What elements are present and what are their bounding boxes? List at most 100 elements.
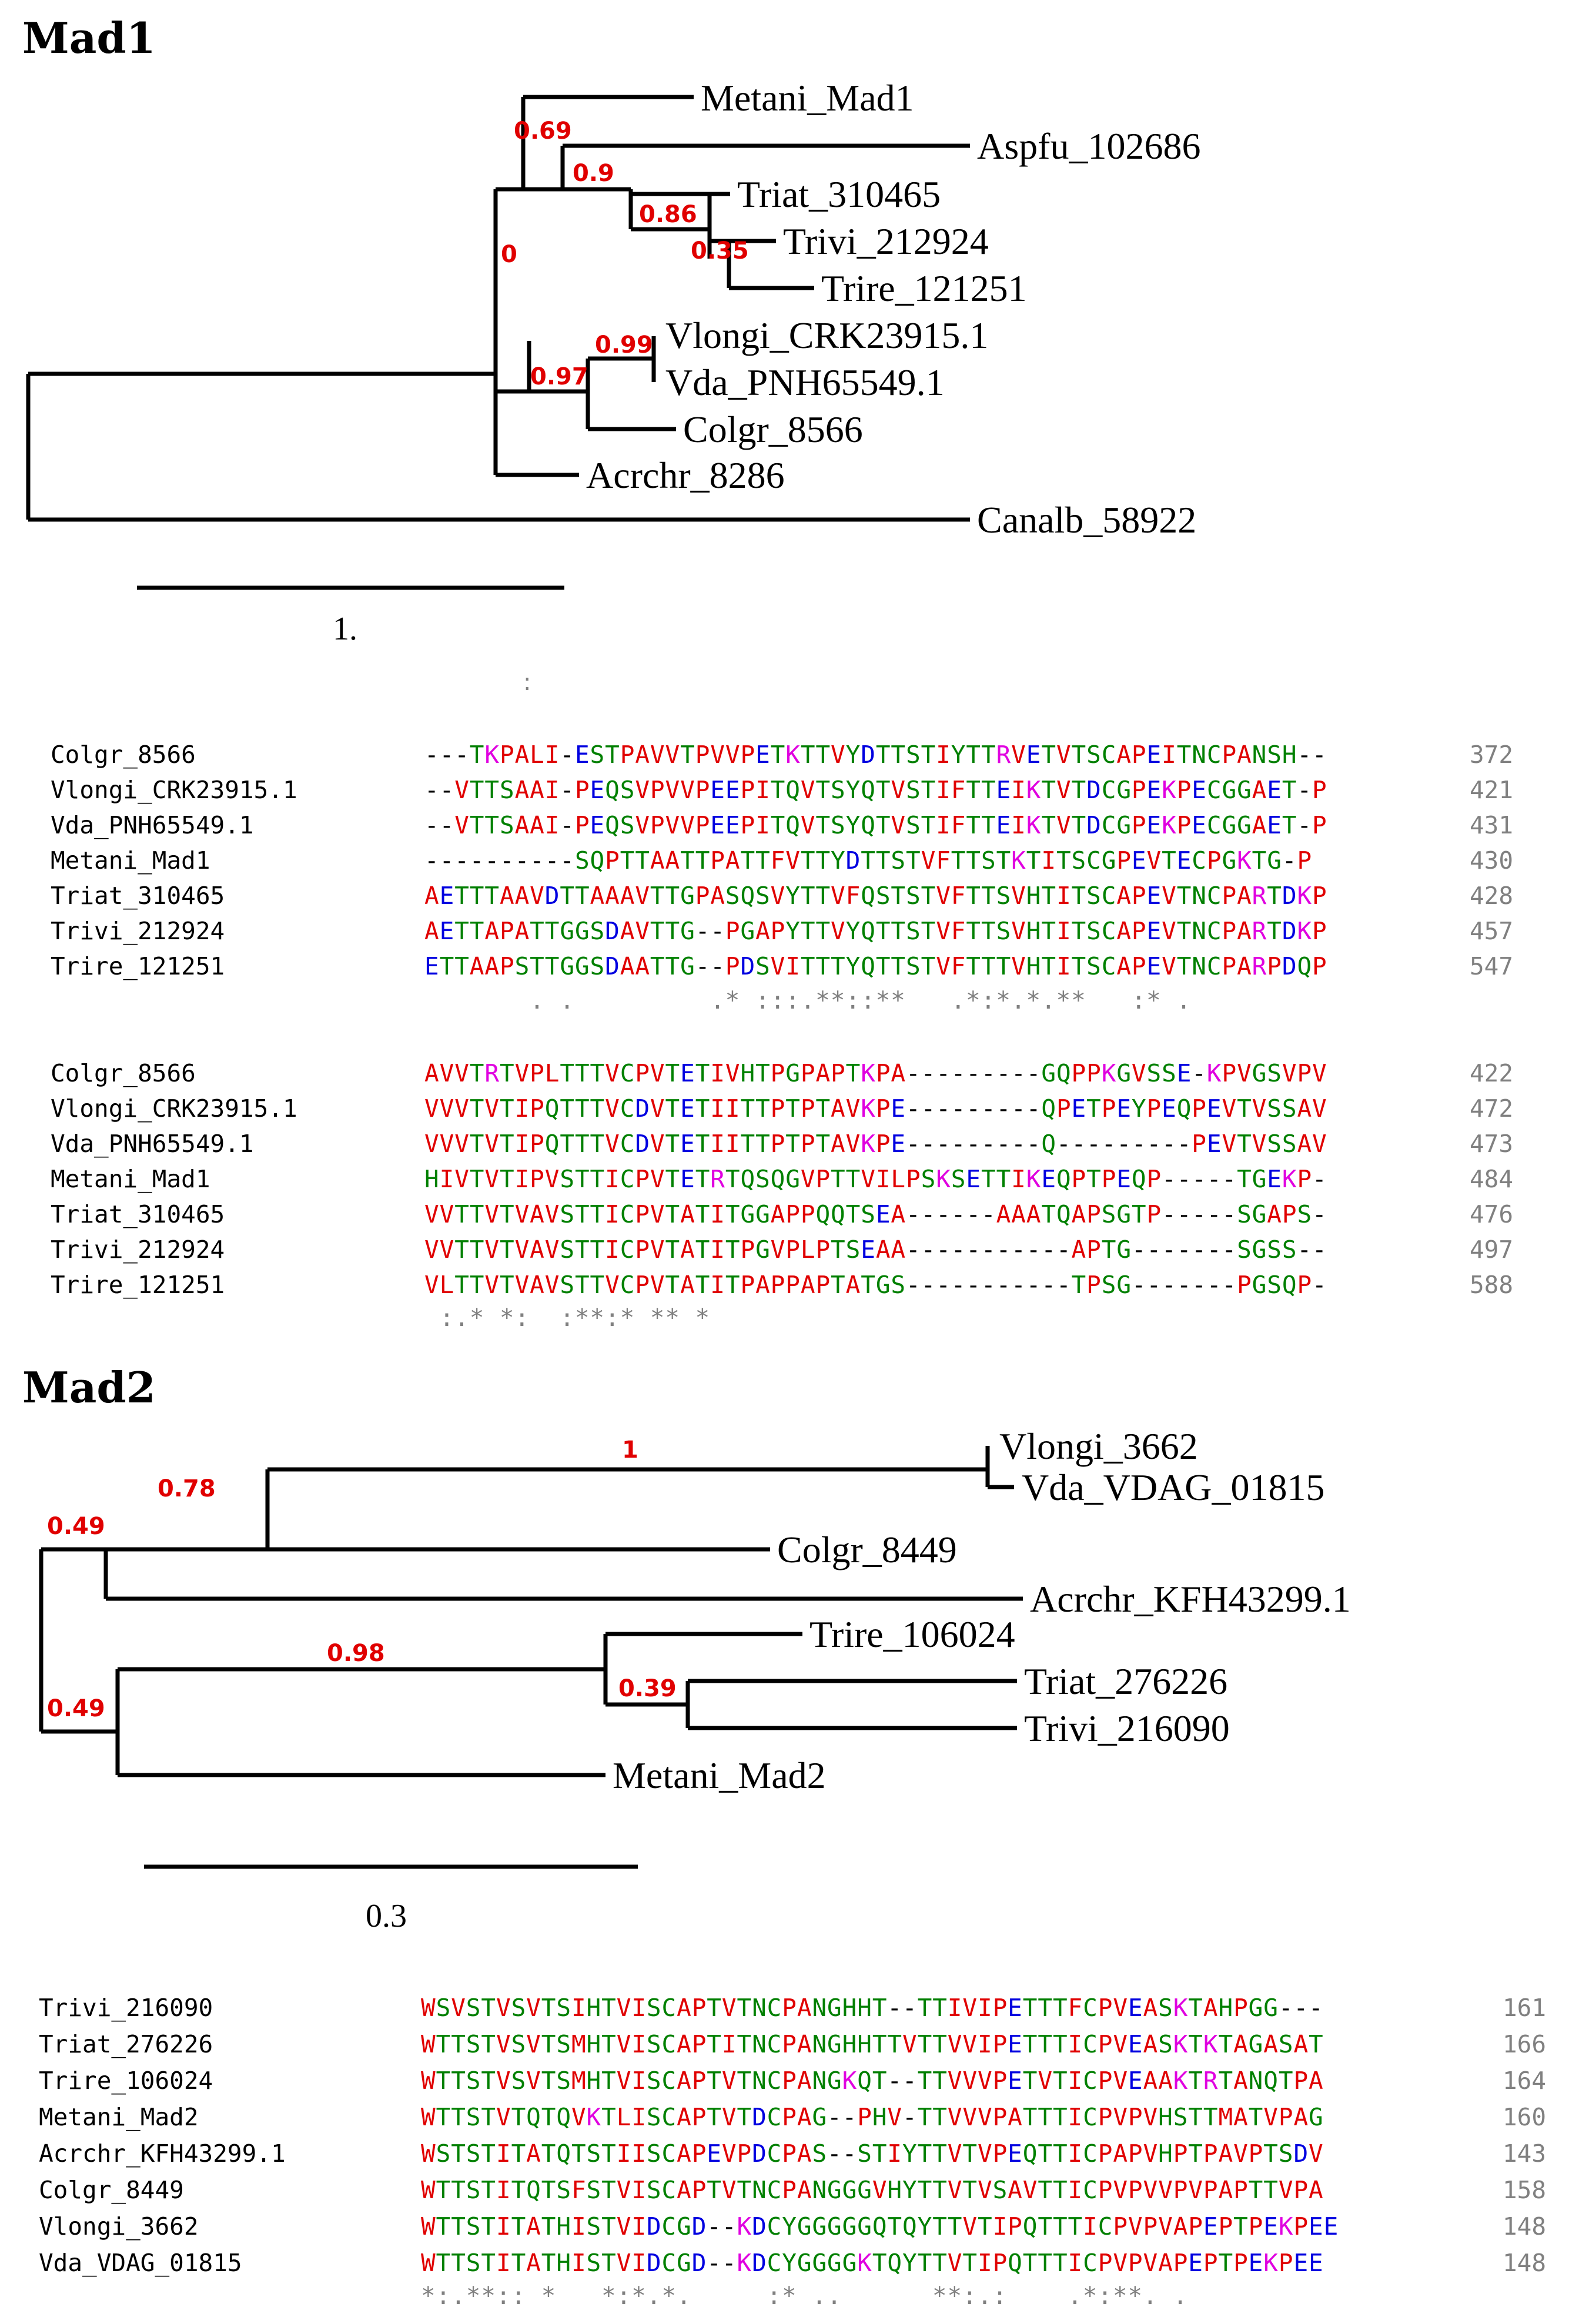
residue: W — [421, 2030, 436, 2058]
residue: V — [770, 952, 786, 980]
residue: P — [800, 1200, 816, 1228]
residue: T — [875, 917, 891, 945]
residue: T — [469, 917, 485, 945]
residue: S — [1086, 882, 1102, 910]
residue: H — [586, 1994, 602, 2022]
residue: T — [481, 2212, 496, 2241]
residue: S — [1282, 1235, 1297, 1264]
residue: V — [1056, 776, 1072, 804]
residue: E — [707, 2139, 722, 2168]
residue: C — [767, 2030, 782, 2058]
residue: P — [530, 1130, 545, 1158]
residue: S — [556, 2030, 571, 2058]
residue: T — [1267, 917, 1282, 945]
residue: T — [1071, 776, 1087, 804]
residue: P — [1293, 2067, 1309, 2095]
residue: T — [755, 1059, 771, 1087]
residue: T — [887, 2030, 902, 2058]
residue: S — [906, 917, 921, 945]
residue: A — [677, 2176, 692, 2204]
residue: K — [1173, 2067, 1189, 2095]
residue: P — [1071, 1165, 1087, 1193]
residue: T — [1267, 882, 1282, 910]
residue: H — [857, 2030, 872, 2058]
residue: T — [1071, 882, 1087, 910]
residue: T — [996, 846, 1012, 875]
residue: T — [872, 1994, 888, 2022]
residue: E — [1128, 2030, 1143, 2058]
residue: V — [1162, 882, 1177, 910]
residue: V — [616, 2249, 632, 2277]
residue: S — [1267, 1271, 1282, 1299]
residue: S — [560, 1235, 575, 1264]
residue: P — [1312, 882, 1327, 910]
residue: T — [1218, 2067, 1234, 2095]
residue: T — [1263, 2139, 1279, 2168]
residue: G — [560, 917, 575, 945]
sequence-residues: VLTTVTVAVSTTVCPVTATITPAPPAPTATGS--------… — [424, 1270, 1327, 1300]
residue: T — [740, 1130, 756, 1158]
residue: T — [861, 846, 876, 875]
residue: P — [1008, 2212, 1023, 2241]
residue: V — [454, 1165, 470, 1193]
residue: - — [1011, 1130, 1026, 1158]
residue: T — [541, 2067, 557, 2095]
residue: - — [827, 2139, 842, 2168]
residue: K — [857, 2249, 872, 2277]
section-title-mad2: Mad2 — [22, 1362, 156, 1412]
residue: T — [499, 1130, 515, 1158]
residue: T — [707, 2103, 722, 2131]
residue: E — [680, 1094, 695, 1123]
residue: A — [1237, 952, 1252, 980]
residue: S — [560, 1200, 575, 1228]
residue: V — [544, 1165, 560, 1193]
residue: G — [677, 2212, 692, 2241]
residue: A — [725, 846, 741, 875]
residue: T — [981, 1165, 996, 1193]
residue: T — [1188, 2067, 1203, 2095]
residue: E — [1267, 1165, 1282, 1193]
residue: T — [815, 917, 831, 945]
residue: Y — [845, 952, 861, 980]
residue: - — [424, 811, 440, 839]
residue: I — [1011, 811, 1026, 839]
residue: T — [962, 2249, 978, 2277]
residue: S — [1086, 741, 1102, 769]
residue: V — [680, 811, 695, 839]
residue: V — [526, 1994, 541, 2022]
residue: T — [962, 2139, 978, 2168]
residue: M — [1218, 2103, 1234, 2131]
residue: S — [556, 1994, 571, 2022]
residue: T — [1176, 882, 1192, 910]
residue: G — [1252, 1271, 1267, 1299]
residue: T — [932, 2030, 948, 2058]
residue: T — [891, 882, 906, 910]
residue: P — [725, 952, 741, 980]
residue: P — [1098, 2139, 1113, 2168]
residue: P — [695, 811, 711, 839]
residue: T — [951, 846, 966, 875]
residue: P — [1128, 2103, 1143, 2131]
residue: T — [891, 952, 906, 980]
residue: P — [635, 1200, 650, 1228]
residue: V — [1188, 2176, 1203, 2204]
residue: V — [650, 1094, 665, 1123]
residue: G — [827, 2176, 842, 2204]
residue: G — [812, 2103, 828, 2131]
residue: K — [861, 1094, 876, 1123]
residue: K — [1297, 917, 1313, 945]
residue: T — [770, 741, 786, 769]
residue: T — [981, 776, 996, 804]
residue: S — [981, 846, 996, 875]
residue: E — [996, 776, 1012, 804]
residue: S — [1237, 1235, 1252, 1264]
residue: E — [424, 952, 440, 980]
residue: - — [902, 1994, 918, 2022]
residue: Q — [1282, 1271, 1297, 1299]
residue: L — [439, 1271, 455, 1299]
residue: - — [424, 846, 440, 875]
support-078: 0.78 — [158, 1475, 216, 1502]
residue: A — [1233, 2067, 1249, 2095]
residue: A — [530, 776, 545, 804]
residue: A — [815, 1059, 831, 1087]
